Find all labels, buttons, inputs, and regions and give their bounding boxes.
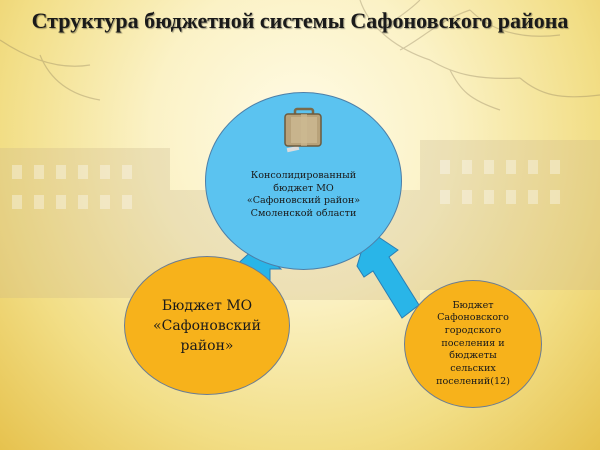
node-district-budget: Бюджет МО «Сафоновский район» (124, 256, 290, 395)
node-consolidated-budget: Консолидированный бюджет МО «Сафоновский… (205, 92, 402, 270)
node-consolidated-budget-label: Консолидированный бюджет МО «Сафоновский… (246, 170, 361, 219)
node-settlements-budgets: Бюджет Сафоновского городского поселения… (404, 280, 542, 408)
node-settlements-budgets-label: Бюджет Сафоновского городского поселения… (436, 299, 510, 387)
briefcase-icon (284, 107, 322, 153)
node-district-budget-label: Бюджет МО «Сафоновский район» (153, 297, 261, 354)
page-title: Структура бюджетной системы Сафоновского… (31, 8, 569, 33)
